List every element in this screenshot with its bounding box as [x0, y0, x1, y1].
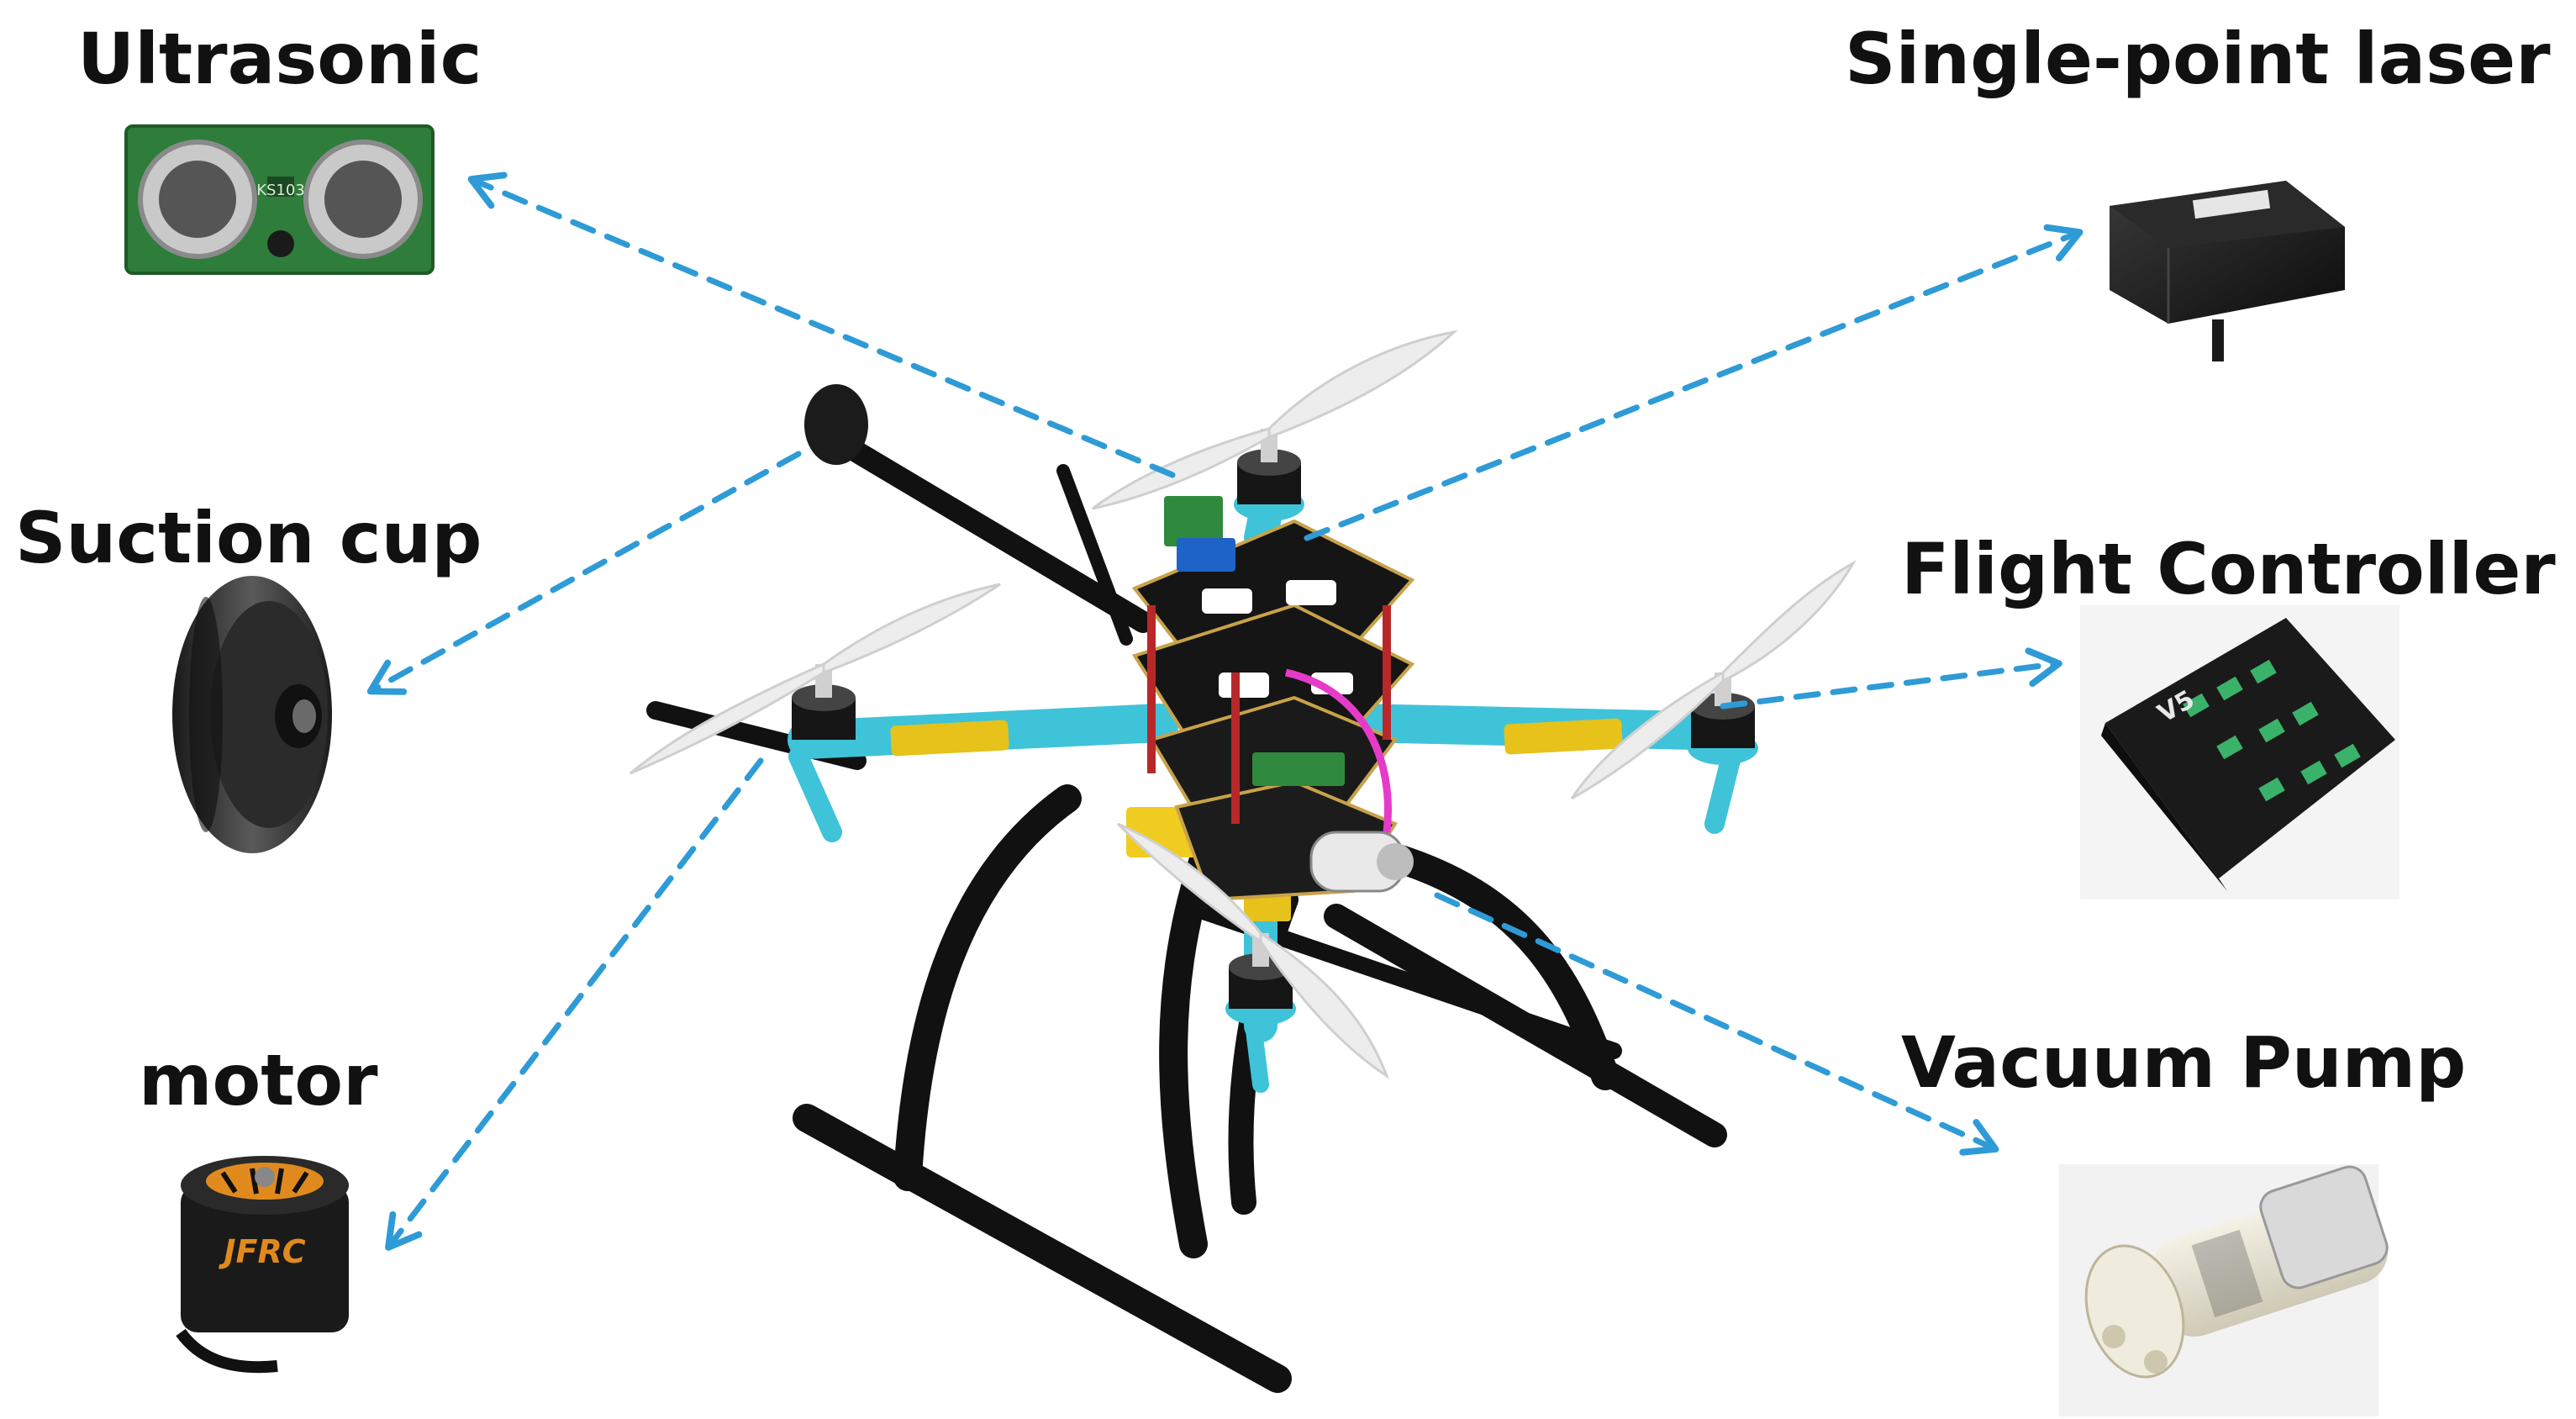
label-motor: motor: [139, 1039, 378, 1121]
ultrasonic-module-text: KS103: [256, 182, 305, 199]
vacuum-pump-icon: [2059, 1164, 2389, 1416]
label-flight-controller: Flight Controller: [1901, 528, 2556, 610]
motor-brand-text: JFRC: [218, 1233, 305, 1270]
motor-icon: JFRC: [176, 1156, 349, 1374]
arrow-to-vacuum-pump: [1434, 892, 1999, 1156]
label-single-point-laser: Single-point laser: [1845, 18, 2551, 100]
label-ultrasonic: Ultrasonic: [77, 18, 482, 100]
arrow-to-single-point-laser: [1304, 224, 2083, 541]
arrow-to-suction-cup: [366, 451, 802, 695]
arrow-to-motor: [385, 757, 764, 1251]
flight-controller-icon: V5: [2080, 605, 2400, 899]
laser-rangefinder-icon: [2110, 181, 2345, 361]
propellers: [630, 330, 1857, 1079]
center-frame-plates: [1131, 496, 1415, 902]
arrow-to-ultrasonic: [467, 171, 1176, 478]
label-suction-cup: Suction cup: [15, 497, 482, 579]
ultrasonic-sensor-icon: KS103: [124, 124, 435, 275]
suction-cup-icon: [172, 576, 332, 853]
gps-mast: [646, 384, 1154, 770]
label-vacuum-pump: Vacuum Pump: [1901, 1021, 2467, 1104]
callout-arrows: [366, 171, 2083, 1251]
arrow-to-flight-controller: [1720, 647, 2062, 710]
drone-icon: [630, 330, 1857, 1393]
